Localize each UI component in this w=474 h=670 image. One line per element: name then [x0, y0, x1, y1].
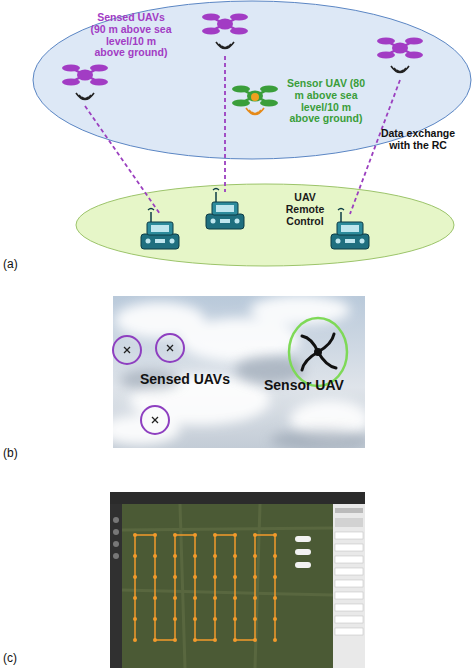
- sensor-uav-heading: Sensor UAV (80 m above sea level/10 m ab…: [285, 78, 367, 125]
- ground-ellipse: UAV Remote Control: [75, 183, 455, 267]
- highlight-circles: [113, 318, 347, 434]
- link-note: Data exchange with the RC: [372, 128, 464, 152]
- ellipse-shape: [76, 184, 454, 266]
- photo-caption: Sensor UAV: [264, 378, 364, 394]
- panel-tag: (a): [3, 258, 33, 271]
- panel-tag: (c): [3, 652, 33, 665]
- panel-tag: (b): [3, 447, 33, 460]
- photo-caption: Sensed UAVs: [140, 372, 250, 388]
- sensed-uav-heading: Sensed UAVs (90 m above sea level/10 m a…: [90, 12, 172, 59]
- sky-photo: [113, 296, 365, 448]
- mission-planner-screenshot: [110, 492, 365, 668]
- ellipse-outline: [75, 183, 455, 267]
- remote-control-heading: UAV Remote Control: [280, 192, 330, 227]
- ellipse-shape: [33, 1, 471, 159]
